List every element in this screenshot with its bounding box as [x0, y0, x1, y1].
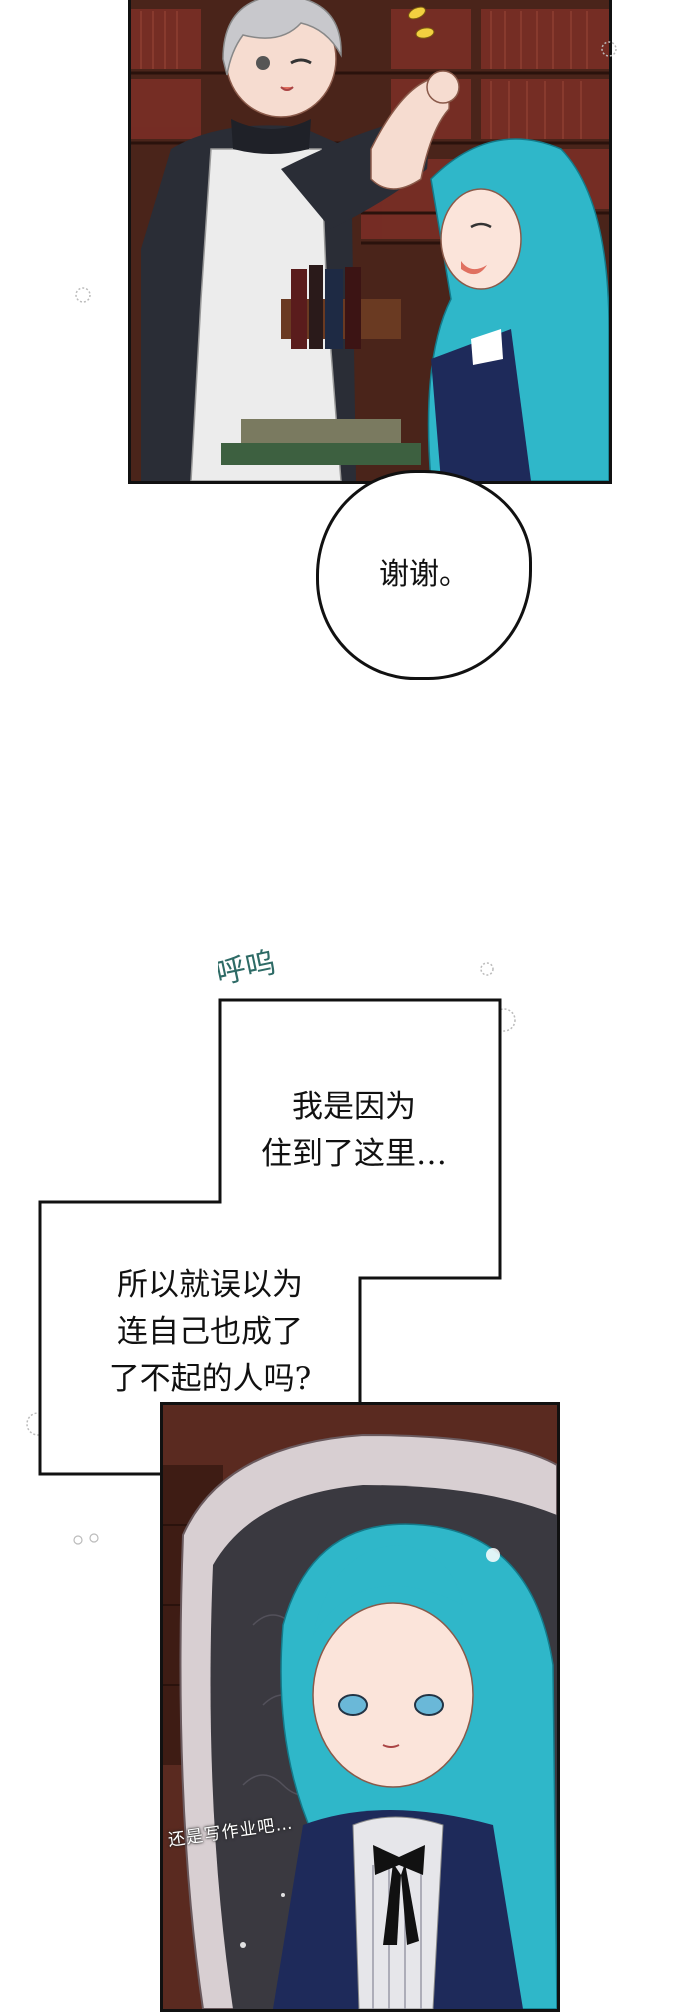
- speech-bubble-text: 谢谢。: [379, 557, 469, 593]
- chair-panel: [160, 1402, 560, 2012]
- narration-text-upper: 我是因为 住到了这里…: [261, 1089, 447, 1173]
- sparkle-icon: [75, 287, 91, 303]
- sparkle-marks: [408, 6, 435, 39]
- sound-effect: 呼呜: [218, 945, 279, 992]
- sound-effect-text: 呼呜: [218, 945, 279, 992]
- sparkle-icon: [73, 1533, 99, 1545]
- teal-haired-girl: [427, 138, 609, 481]
- girl-in-chair-illustration: [163, 1405, 557, 2009]
- teal-haired-girl: [273, 1523, 557, 2009]
- library-panel: [128, 0, 612, 484]
- book-stack: [221, 265, 421, 465]
- sparkle-icon: [601, 41, 617, 57]
- sparkle-marks: [240, 1548, 500, 1948]
- maid-character: [141, 0, 460, 481]
- sparkle-icon: [480, 962, 494, 976]
- sparkle-icon: [492, 1008, 516, 1032]
- narration-text-lower: 所以就误以为 连自己也成了 了不起的人吗?: [108, 1267, 312, 1398]
- speech-bubble: 谢谢。: [316, 470, 532, 680]
- library-scene-illustration: [131, 0, 609, 481]
